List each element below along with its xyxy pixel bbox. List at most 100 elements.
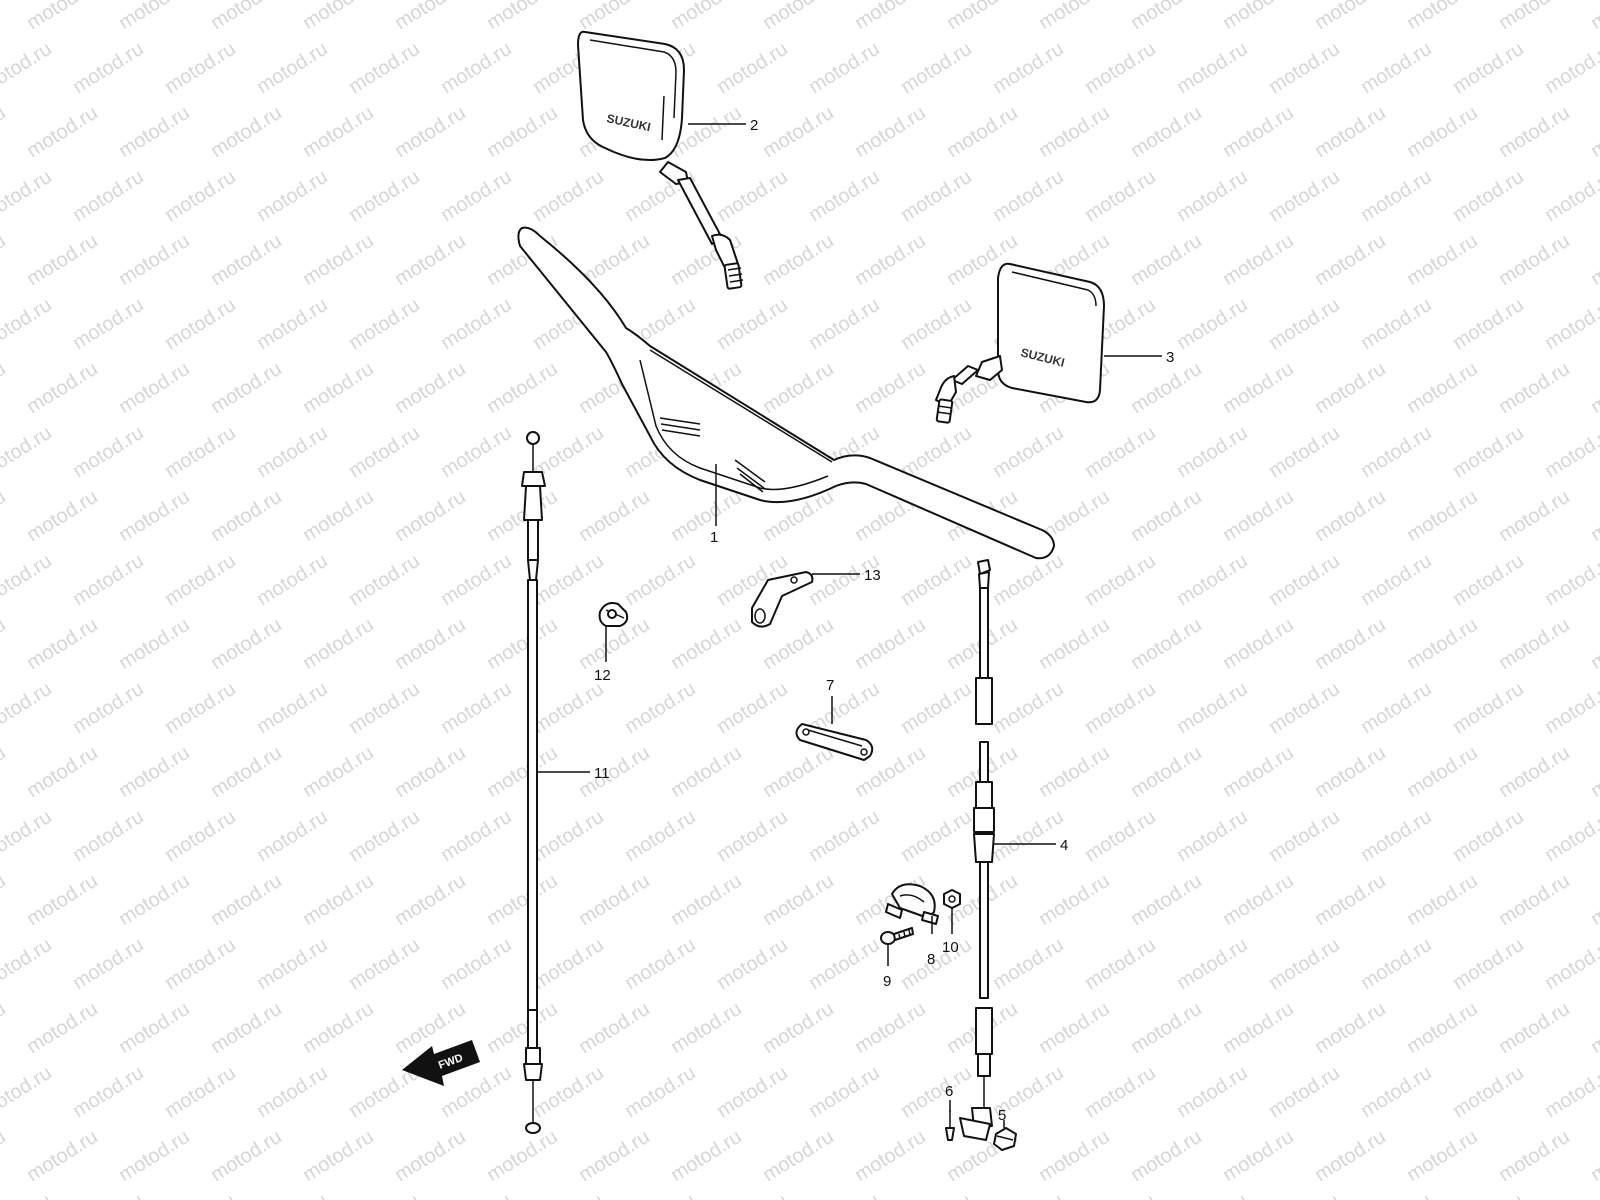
watermark-text: motod.ru bbox=[529, 166, 608, 226]
watermark-text: motod.ru bbox=[391, 0, 470, 34]
callout-10: 10 bbox=[942, 939, 959, 956]
watermark-text: motod.ru bbox=[1587, 358, 1600, 418]
watermark-text: motod.ru bbox=[897, 934, 976, 994]
watermark-text: motod.ru bbox=[943, 102, 1022, 162]
watermark-text: motod.ru bbox=[1403, 1126, 1482, 1186]
watermark-text: motod.ru bbox=[0, 678, 56, 738]
watermark-text: motod.ru bbox=[161, 166, 240, 226]
watermark-text: motod.ru bbox=[69, 1190, 148, 1200]
watermark-text: motod.ru bbox=[1449, 550, 1528, 610]
watermark-text: motod.ru bbox=[1219, 870, 1298, 930]
watermark-text: motod.ru bbox=[667, 486, 746, 546]
watermark-text: motod.ru bbox=[1449, 1190, 1528, 1200]
watermark-text: motod.ru bbox=[299, 870, 378, 930]
watermark-text: motod.ru bbox=[1357, 1190, 1436, 1200]
watermark-text: motod.ru bbox=[115, 486, 194, 546]
watermark-text: motod.ru bbox=[161, 678, 240, 738]
watermark-text: motod.ru bbox=[1081, 1190, 1160, 1200]
watermark-text: motod.ru bbox=[575, 998, 654, 1058]
watermark-text: motod.ru bbox=[1403, 998, 1482, 1058]
watermark-text: motod.ru bbox=[805, 934, 884, 994]
watermark-text: motod.ru bbox=[989, 934, 1068, 994]
watermark-text: motod.ru bbox=[161, 1190, 240, 1200]
watermark-text: motod.ru bbox=[0, 1190, 56, 1200]
watermark-text: motod.ru bbox=[437, 678, 516, 738]
watermark-text: motod.ru bbox=[299, 614, 378, 674]
watermark-text: motod.ru bbox=[1357, 934, 1436, 994]
watermark-text: motod.ru bbox=[897, 166, 976, 226]
clamp-nut bbox=[943, 889, 961, 909]
watermark-text: motod.ru bbox=[0, 614, 10, 674]
watermark-text: motod.ru bbox=[1081, 38, 1160, 98]
watermark-text: motod.ru bbox=[253, 294, 332, 354]
adjuster-bolt bbox=[993, 1127, 1017, 1151]
watermark-text: motod.ru bbox=[161, 550, 240, 610]
watermark-text: motod.ru bbox=[0, 38, 56, 98]
watermark-text: motod.ru bbox=[69, 550, 148, 610]
watermark-text: motod.ru bbox=[1587, 742, 1600, 802]
watermark-text: motod.ru bbox=[345, 422, 424, 482]
watermark-text: motod.ru bbox=[759, 230, 838, 290]
watermark-text: motod.ru bbox=[207, 230, 286, 290]
watermark-text: motod.ru bbox=[0, 1062, 56, 1122]
watermark-text: motod.ru bbox=[805, 806, 884, 866]
watermark-text: motod.ru bbox=[1357, 294, 1436, 354]
watermark-text: motod.ru bbox=[1265, 166, 1344, 226]
watermark-text: motod.ru bbox=[0, 934, 56, 994]
watermark-text: motod.ru bbox=[161, 422, 240, 482]
knurled-section bbox=[659, 417, 766, 493]
watermark-text: motod.ru bbox=[1173, 38, 1252, 98]
watermark-text: motod.ru bbox=[1541, 1062, 1600, 1122]
watermark-text: motod.ru bbox=[1403, 0, 1482, 34]
watermark-text: motod.ru bbox=[1403, 870, 1482, 930]
watermark-text: motod.ru bbox=[437, 38, 516, 98]
watermark-text: motod.ru bbox=[69, 294, 148, 354]
watermark-text: motod.ru bbox=[1541, 422, 1600, 482]
watermark-text: motod.ru bbox=[1081, 678, 1160, 738]
watermark-text: motod.ru bbox=[1403, 230, 1482, 290]
watermark-text: motod.ru bbox=[1587, 614, 1600, 674]
watermark-text: motod.ru bbox=[1035, 1126, 1114, 1186]
watermark-text: motod.ru bbox=[1127, 230, 1206, 290]
callout-4: 4 bbox=[1060, 837, 1068, 854]
watermark-text: motod.ru bbox=[115, 0, 194, 34]
watermark-text: motod.ru bbox=[1265, 550, 1344, 610]
handlebar bbox=[517, 226, 1055, 560]
watermark-text: motod.ru bbox=[759, 998, 838, 1058]
watermark-text: motod.ru bbox=[1265, 678, 1344, 738]
watermark-text: motod.ru bbox=[207, 102, 286, 162]
watermark-text: motod.ru bbox=[851, 1126, 930, 1186]
watermark-text: motod.ru bbox=[575, 486, 654, 546]
watermark-text: motod.ru bbox=[1587, 998, 1600, 1058]
watermark-text: motod.ru bbox=[1311, 486, 1390, 546]
watermark-text: motod.ru bbox=[897, 294, 976, 354]
watermark-text: motod.ru bbox=[851, 0, 930, 34]
callout-1: 1 bbox=[710, 529, 718, 546]
watermark-text: motod.ru bbox=[115, 742, 194, 802]
callout-12: 12 bbox=[594, 667, 611, 684]
watermark-text: motod.ru bbox=[483, 870, 562, 930]
watermark-text: motod.ru bbox=[0, 998, 10, 1058]
watermark-text: motod.ru bbox=[1541, 38, 1600, 98]
watermark-text: motod.ru bbox=[1173, 1190, 1252, 1200]
watermark-text: motod.ru bbox=[0, 486, 10, 546]
watermark-text: motod.ru bbox=[943, 0, 1022, 34]
watermark-text: motod.ru bbox=[1081, 806, 1160, 866]
watermark-text: motod.ru bbox=[1449, 294, 1528, 354]
watermark-text: motod.ru bbox=[1541, 1190, 1600, 1200]
watermark-text: motod.ru bbox=[529, 678, 608, 738]
watermark-text: motod.ru bbox=[713, 38, 792, 98]
watermark-text: motod.ru bbox=[897, 1062, 976, 1122]
watermark-text: motod.ru bbox=[1081, 166, 1160, 226]
watermark-text: motod.ru bbox=[1219, 742, 1298, 802]
watermark-text: motod.ru bbox=[621, 550, 700, 610]
watermark-text: motod.ru bbox=[575, 870, 654, 930]
watermark-text: motod.ru bbox=[1265, 1190, 1344, 1200]
watermark-text: motod.ru bbox=[1403, 742, 1482, 802]
forward-direction-arrow: FWD bbox=[402, 1040, 480, 1086]
watermark-text: motod.ru bbox=[0, 102, 10, 162]
watermark-text: motod.ru bbox=[1449, 1062, 1528, 1122]
watermark-text: motod.ru bbox=[483, 486, 562, 546]
watermark-text: motod.ru bbox=[345, 38, 424, 98]
callout-9: 9 bbox=[883, 973, 891, 990]
